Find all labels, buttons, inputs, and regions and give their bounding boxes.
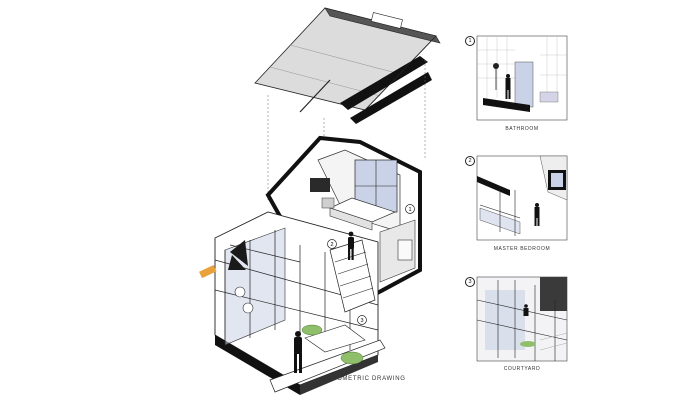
person-figure-stair (348, 231, 354, 260)
vignette-bathroom (476, 35, 568, 121)
vignette-3-label: COURTYARD (503, 366, 541, 372)
person-figure-ground (294, 331, 302, 373)
vignette-courtyard (476, 276, 568, 362)
roof-element (254, 7, 441, 124)
marker-1-main: 1 (405, 204, 415, 214)
marker-2-label: 2 (330, 242, 333, 248)
vignette-1-number: 1 (465, 36, 475, 46)
vignette-3-number: 3 (465, 277, 475, 287)
marker-3-label: 3 (360, 318, 363, 324)
vignette-2-number: 2 (465, 156, 475, 166)
main-drawing-title: ISOMETRIC DRAWING (330, 376, 406, 382)
marker-1-label: 1 (408, 207, 411, 213)
upper-floor-element (265, 135, 422, 300)
marker-3-main: 3 (357, 315, 367, 325)
ground-floor-element (199, 211, 386, 395)
vignette-2-label: MASTER BEDROOM (493, 246, 551, 252)
marker-2-main: 2 (327, 239, 337, 249)
vignette-master-bedroom (476, 155, 568, 241)
vignette-1-label: BATHROOM (505, 126, 539, 132)
